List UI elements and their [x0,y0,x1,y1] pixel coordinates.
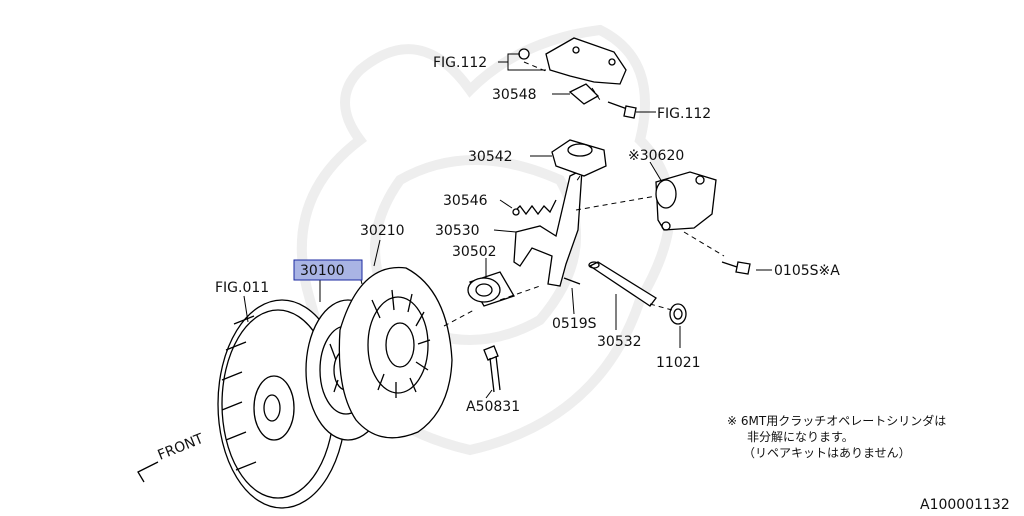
label-fig112-bolt[interactable]: FIG.112 [657,106,711,122]
front-label: FRONT [156,431,207,464]
return-spring[interactable] [512,199,557,216]
label-fig112-top[interactable]: FIG.112 [433,55,487,71]
note-line-3: （リペアキットはありません） [743,446,911,460]
operating-cylinder[interactable] [655,171,717,231]
label-30546[interactable]: 30546 [443,193,488,209]
label-fig011[interactable]: FIG.011 [215,280,269,296]
label-30548[interactable]: 30548 [492,87,537,103]
bolt-a50831[interactable] [483,345,501,393]
upper-bracket[interactable] [518,37,627,85]
fork-shaft[interactable] [588,261,657,307]
pin-0519s[interactable] [563,277,581,285]
note-line-1: ※ 6MT用クラッチオペレートシリンダは [727,413,946,428]
pad-30548[interactable] [568,83,600,105]
front-arrow-icon [137,461,159,483]
label-11021[interactable]: 11021 [656,355,701,371]
release-fork[interactable] [513,168,583,287]
oil-seal[interactable] [669,303,687,325]
pivot-seat[interactable] [551,139,607,177]
clutch-cover[interactable] [338,266,453,439]
label-30542[interactable]: 30542 [468,149,513,165]
note-line-2: 非分解になります。 [747,430,854,444]
front-direction-indicator: FRONT [137,431,207,483]
label-30532[interactable]: 30532 [597,334,642,350]
label-30620[interactable]: ※30620 [628,148,684,164]
label-30210[interactable]: 30210 [360,223,405,239]
label-30530[interactable]: 30530 [435,223,480,239]
label-0519s[interactable]: 0519S [552,316,597,332]
label-30502[interactable]: 30502 [452,244,497,260]
label-30100[interactable]: 30100 [300,263,345,279]
label-0105s[interactable]: 0105S※A [774,263,840,279]
bolt-0105s[interactable] [721,261,751,275]
bracket-bolt[interactable] [607,101,637,119]
release-bearing[interactable] [467,271,515,307]
label-a50831[interactable]: A50831 [466,399,520,415]
diagram-id: A100001132 [920,497,1010,512]
part-highlight-30100 [293,259,363,281]
